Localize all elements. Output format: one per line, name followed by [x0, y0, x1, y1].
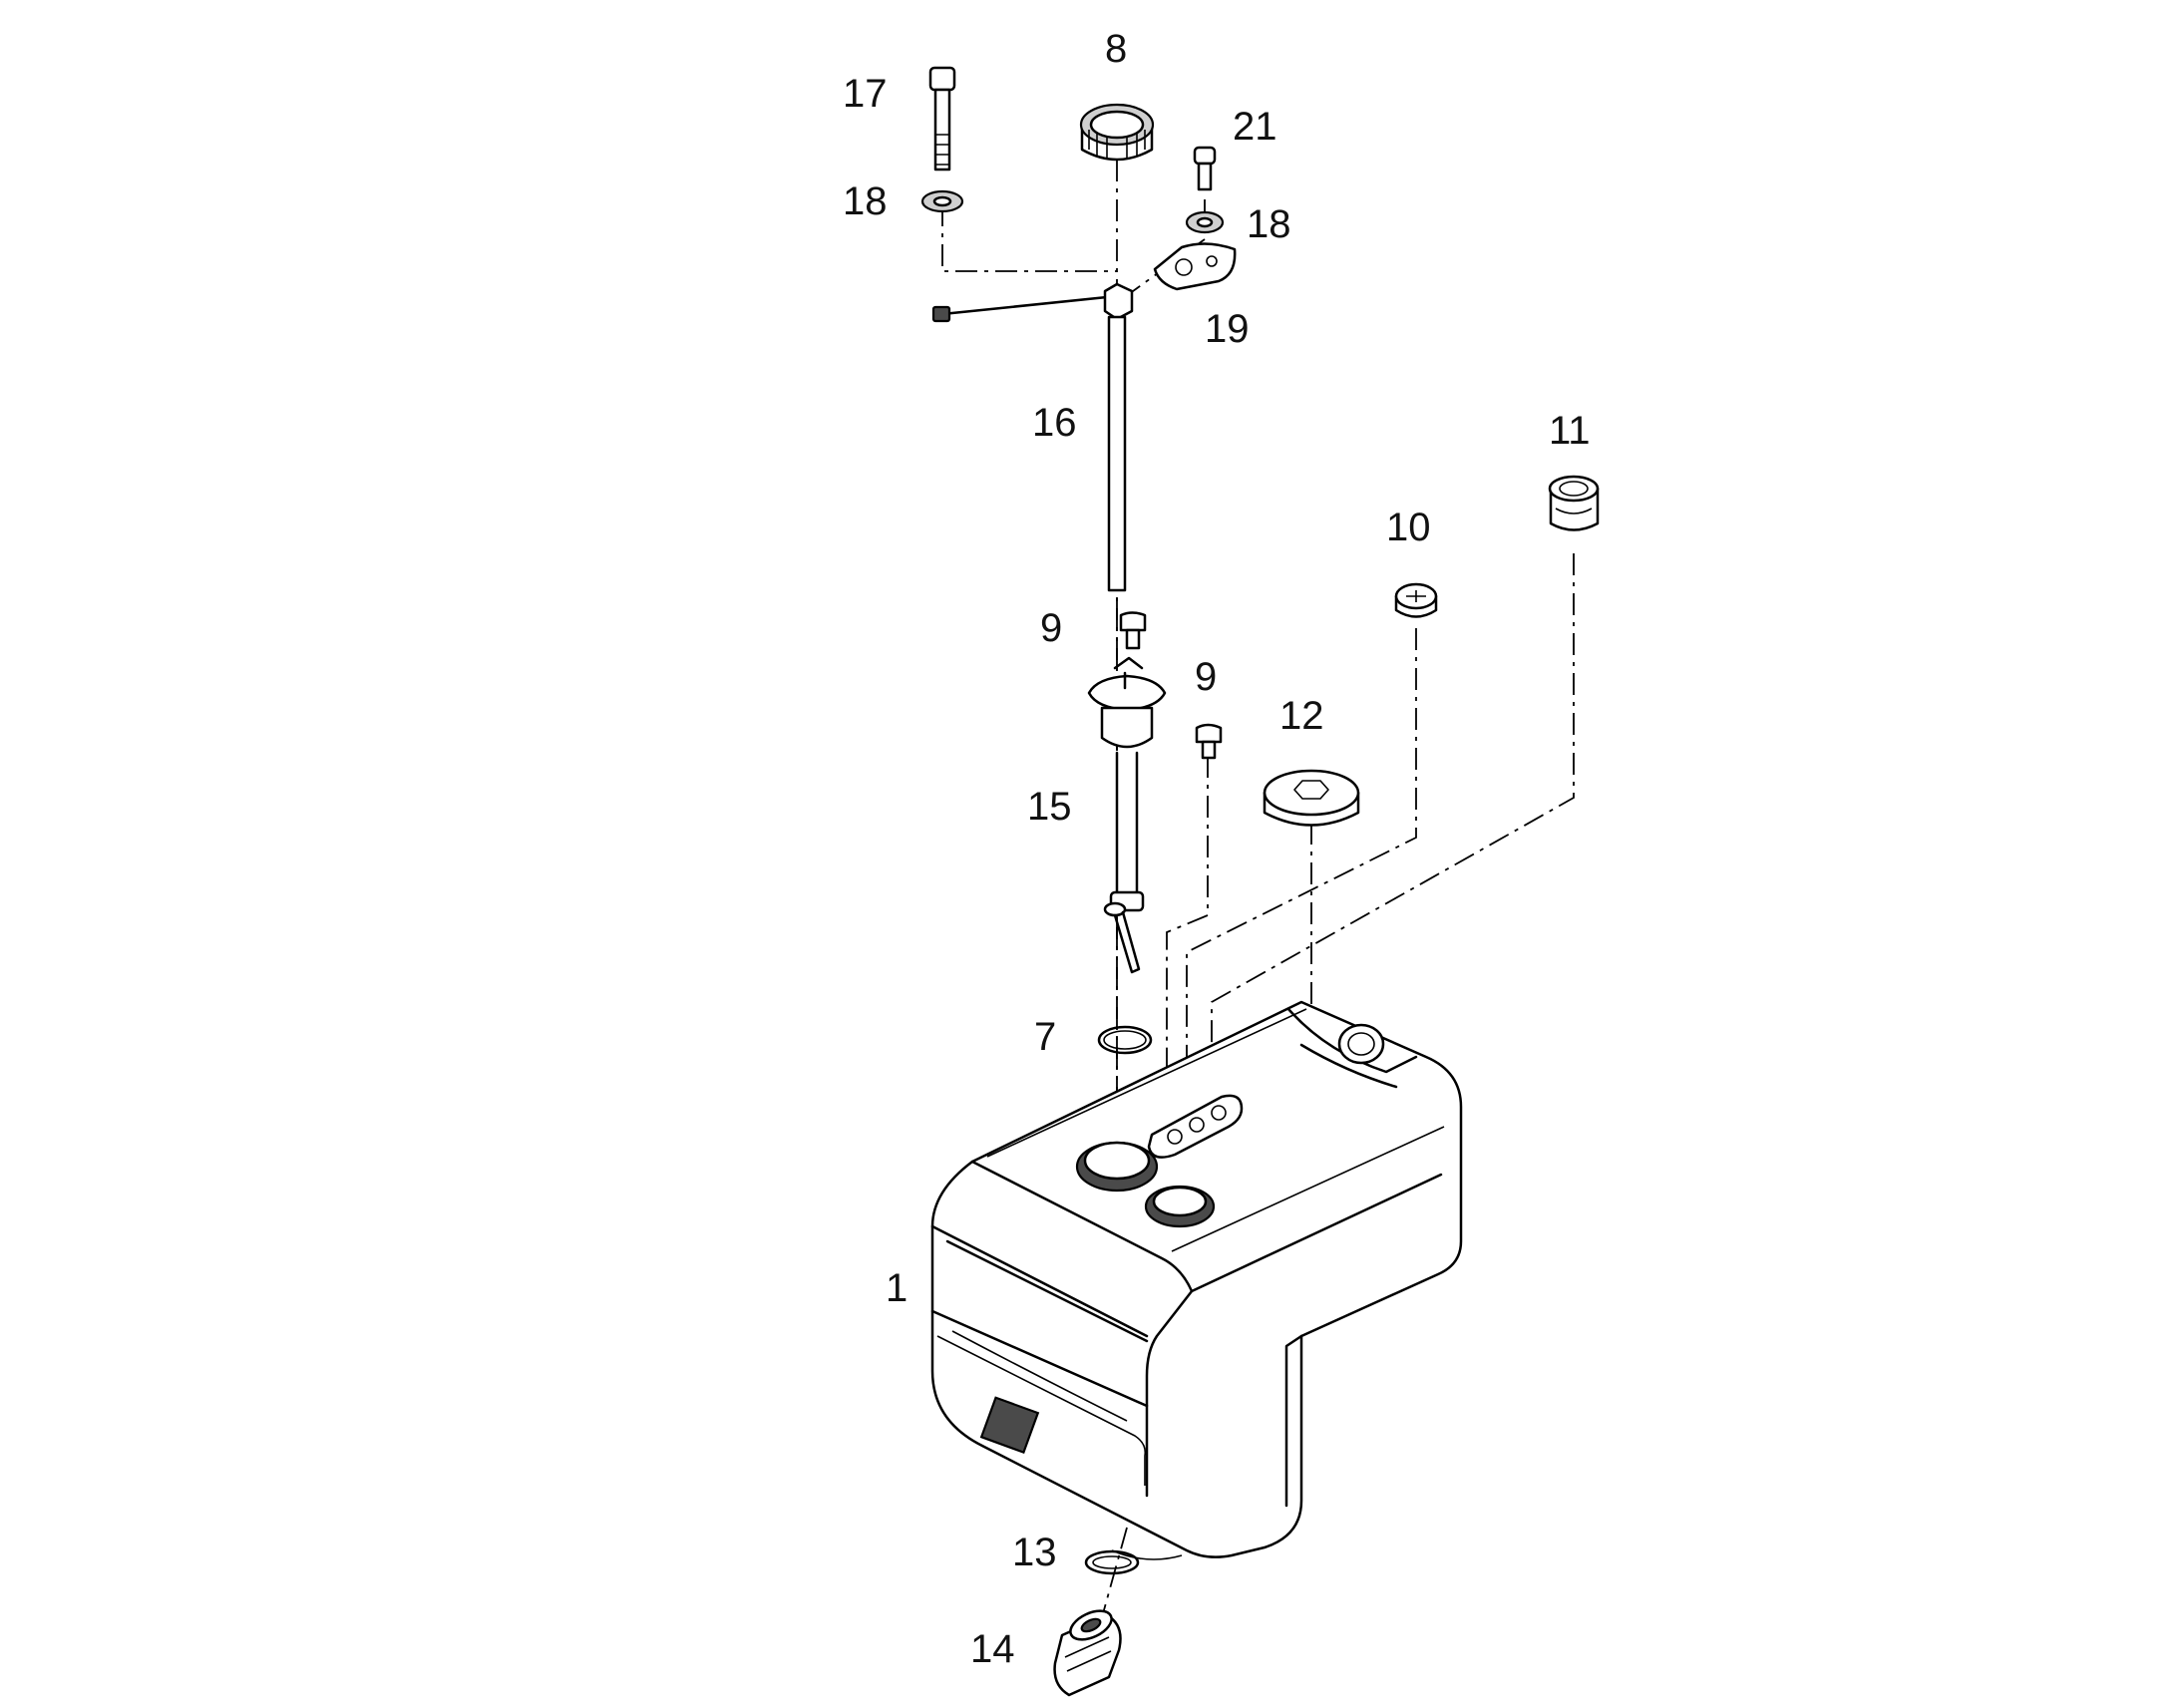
plug-part-9-lower [1195, 723, 1223, 760]
screw-part-21 [1193, 146, 1217, 191]
cable-connector [931, 305, 951, 323]
label-part-11: 11 [1549, 409, 1591, 453]
label-part-18-left: 18 [843, 179, 888, 223]
leader-plug-10 [1186, 628, 1417, 1117]
label-part-16: 16 [1032, 401, 1077, 445]
plug-part-12 [1263, 769, 1360, 827]
label-part-9-lower: 9 [1195, 655, 1217, 699]
washer-part-18-right [1185, 210, 1225, 234]
leader-bolt-17 [941, 204, 1117, 272]
o-ring-part-7 [1097, 1025, 1153, 1055]
drain-fitting-part-14 [1053, 1609, 1122, 1697]
label-part-13: 13 [1012, 1531, 1057, 1574]
level-sender-part-15 [1087, 656, 1167, 974]
plug-part-10 [1394, 582, 1438, 618]
label-part-1: 1 [886, 1266, 908, 1310]
label-part-21: 21 [1233, 105, 1277, 149]
filler-neck-opening [1337, 1023, 1385, 1065]
bracket-part-19 [1153, 242, 1237, 291]
label-part-19: 19 [1205, 307, 1250, 351]
leader-plug-9 [1166, 756, 1209, 1117]
plug-part-9-upper [1119, 611, 1147, 650]
fitting-block [1147, 1094, 1244, 1159]
bolt-part-17 [928, 66, 956, 171]
label-part-12: 12 [1279, 694, 1324, 738]
label-part-8: 8 [1105, 27, 1127, 71]
washer-part-18-left [920, 189, 964, 213]
label-part-14: 14 [970, 1627, 1015, 1671]
label-plate [979, 1396, 1040, 1455]
label-part-10: 10 [1386, 506, 1431, 549]
sender-tube-part-16 [931, 282, 1134, 592]
leader-fitting-11 [1211, 553, 1575, 1117]
callout-labels: 1 7 8 9 9 10 11 12 13 14 15 16 17 18 18 … [843, 27, 1591, 1671]
label-part-9-upper: 9 [1040, 606, 1062, 650]
fuel-tank-part-1 [930, 1000, 1463, 1560]
label-part-17: 17 [843, 72, 888, 116]
filler-cap-part-8 [1079, 103, 1155, 162]
seal-part-13 [1084, 1549, 1140, 1575]
label-part-15: 15 [1027, 785, 1072, 829]
fitting-part-11 [1548, 475, 1600, 531]
label-part-7: 7 [1034, 1015, 1056, 1059]
label-part-18-right: 18 [1247, 202, 1291, 246]
leader-plug-12 [1236, 823, 1312, 1113]
